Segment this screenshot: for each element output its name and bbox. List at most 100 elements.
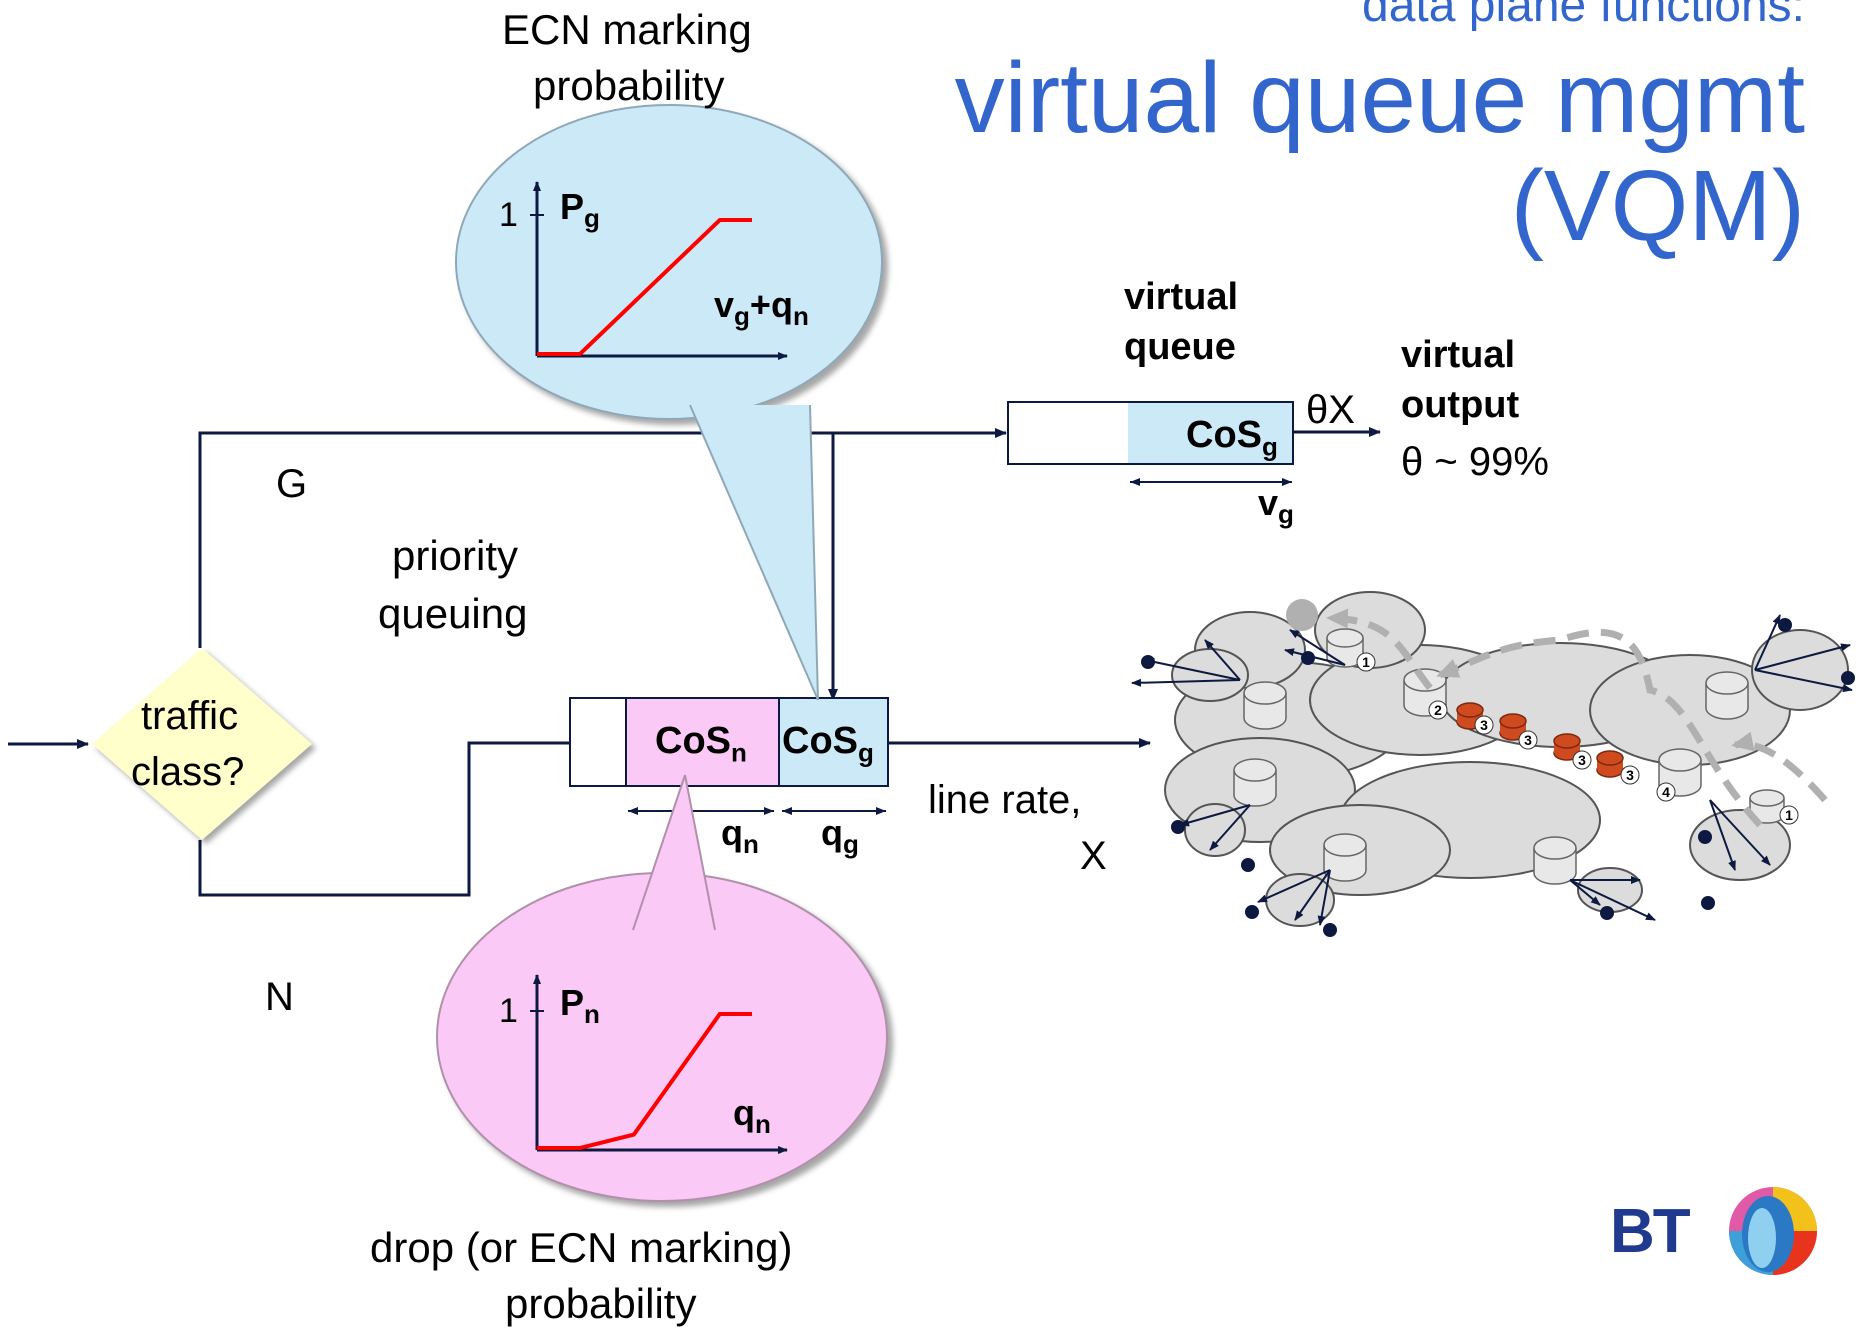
hop-badge: 3 xyxy=(1572,750,1592,770)
ecn-y-axis-label: Pg xyxy=(560,186,600,234)
router xyxy=(1323,833,1367,882)
virtual-queue-heading-line2: queue xyxy=(1124,326,1236,368)
drop-x-label-main: q xyxy=(733,1092,755,1133)
qg-label: qg xyxy=(821,812,859,860)
ecn-caption-line2: probability xyxy=(533,62,725,109)
decision-label-line1: traffic xyxy=(141,694,239,738)
vq-cos-sub: g xyxy=(1262,431,1278,462)
line-rate-line1: line rate, xyxy=(928,778,1082,822)
qn-label: qn xyxy=(721,812,759,860)
priority-queuing-line2: queuing xyxy=(378,590,528,637)
drop-bubble-pointer xyxy=(633,775,715,930)
drop-y-label-sub: n xyxy=(584,999,600,1030)
drop-pointer-edge-2 xyxy=(684,774,716,931)
host-links xyxy=(1131,614,1855,937)
ecn-caption-line1: ECN marking xyxy=(502,6,752,53)
bt-logo-text: BT xyxy=(1610,1197,1691,1266)
cos-n-label: CoSn xyxy=(655,720,747,769)
drop-caption-line2: probability xyxy=(505,1280,697,1327)
drop-caption-line1: drop (or ECN marking) xyxy=(370,1224,793,1271)
main-queue xyxy=(569,697,889,815)
drop-y-label-main: P xyxy=(560,982,585,1023)
svg-text:3: 3 xyxy=(1480,717,1488,733)
ecn-probability-curve xyxy=(537,218,752,356)
router xyxy=(1705,671,1749,720)
virtual-queue xyxy=(1007,401,1294,486)
ecn-pointer-edge-2 xyxy=(809,404,819,701)
g-path-line xyxy=(198,428,1007,648)
congested-router xyxy=(1499,713,1527,741)
ecn-bubble xyxy=(455,104,883,701)
hop-badge: 3 xyxy=(1620,765,1640,785)
ecn-x-axis-label: vg+qn xyxy=(714,284,809,332)
ecn-x-label-main: v xyxy=(714,284,735,325)
feedback-path xyxy=(1326,608,1828,828)
label-n: N xyxy=(265,975,294,1019)
hop-badge: 2 xyxy=(1428,700,1448,720)
ecn-y-label-sub: g xyxy=(584,203,600,234)
drop-y-tick-label: 1 xyxy=(499,992,518,1030)
bt-logo-globe xyxy=(1729,1187,1817,1275)
hop-badge: 3 xyxy=(1474,715,1494,735)
svg-text:3: 3 xyxy=(1524,732,1532,748)
router xyxy=(1243,681,1287,730)
virtual-queue-heading-line1: virtual xyxy=(1124,276,1239,318)
network-illustration: 1 2 3 3 3 3 4 1 xyxy=(1131,591,1855,937)
n-path-line xyxy=(198,738,625,897)
label-g: G xyxy=(276,462,308,506)
virtual-output-line1: virtual xyxy=(1401,334,1516,376)
qn-main: q xyxy=(721,812,743,853)
congested-router xyxy=(1596,750,1624,778)
ecn-bubble-ellipse xyxy=(455,104,883,420)
decision-label-line2: class? xyxy=(131,750,245,794)
hop-badge: 1 xyxy=(1356,652,1376,672)
virtual-queue-cos-label: CoSg xyxy=(1186,414,1278,463)
drop-x-label-sub: n xyxy=(755,1109,771,1140)
source-node xyxy=(1286,599,1318,631)
ecn-x-label-sub2: n xyxy=(792,301,809,332)
slide-title-line2: virtual queue mgmt xyxy=(954,42,1805,154)
svg-text:4: 4 xyxy=(1662,784,1670,800)
drop-y-axis-label: Pn xyxy=(560,982,600,1030)
ecn-x-label-mid: +q xyxy=(749,284,793,325)
router xyxy=(1533,836,1577,885)
svg-text:2: 2 xyxy=(1434,702,1442,718)
router xyxy=(1233,758,1277,807)
drop-pointer-edge xyxy=(632,774,686,931)
hop-badge: 4 xyxy=(1656,782,1676,802)
cos-n-sub: n xyxy=(731,737,747,768)
virtual-queue-fill xyxy=(1128,403,1292,463)
hop-badge: 3 xyxy=(1518,730,1538,750)
theta-label: θ ~ 99% xyxy=(1401,440,1549,484)
hop-badge: 1 xyxy=(1779,805,1799,825)
cos-g-main: CoS xyxy=(782,720,858,762)
ecn-y-label-main: P xyxy=(560,186,585,227)
line-rate-line2: X xyxy=(1080,834,1107,878)
vg-sub: g xyxy=(1278,499,1294,530)
cloud-group xyxy=(1164,591,1849,927)
ecn-pointer-edge xyxy=(689,404,819,701)
drop-probability-curve xyxy=(537,1012,752,1150)
virtual-output-line2: output xyxy=(1401,384,1520,426)
virtual-rate-label: θX xyxy=(1306,388,1355,432)
svg-text:3: 3 xyxy=(1626,767,1634,783)
cos-g-sub: g xyxy=(858,737,874,768)
vg-main: v xyxy=(1258,482,1279,523)
vg-label: vg xyxy=(1258,482,1294,530)
qn-sub: n xyxy=(743,829,759,860)
slide-title: virtual queue mgmt (VQM) xyxy=(955,44,1805,260)
ecn-y-tick-label: 1 xyxy=(499,196,518,234)
queue-empty-slot xyxy=(569,697,627,787)
svg-text:1: 1 xyxy=(1362,654,1370,670)
qg-main: q xyxy=(821,812,843,853)
router-group xyxy=(1233,628,1785,885)
vq-cos-main: CoS xyxy=(1186,414,1262,456)
drop-bubble xyxy=(436,774,888,1202)
slide-title-line3: (VQM) xyxy=(1510,150,1805,262)
ecn-x-label-sub1: g xyxy=(734,301,750,332)
cos-g-slot xyxy=(778,697,889,787)
priority-queuing-line1: priority xyxy=(392,532,519,579)
slide-supertitle: data plane functions: xyxy=(1362,0,1805,32)
